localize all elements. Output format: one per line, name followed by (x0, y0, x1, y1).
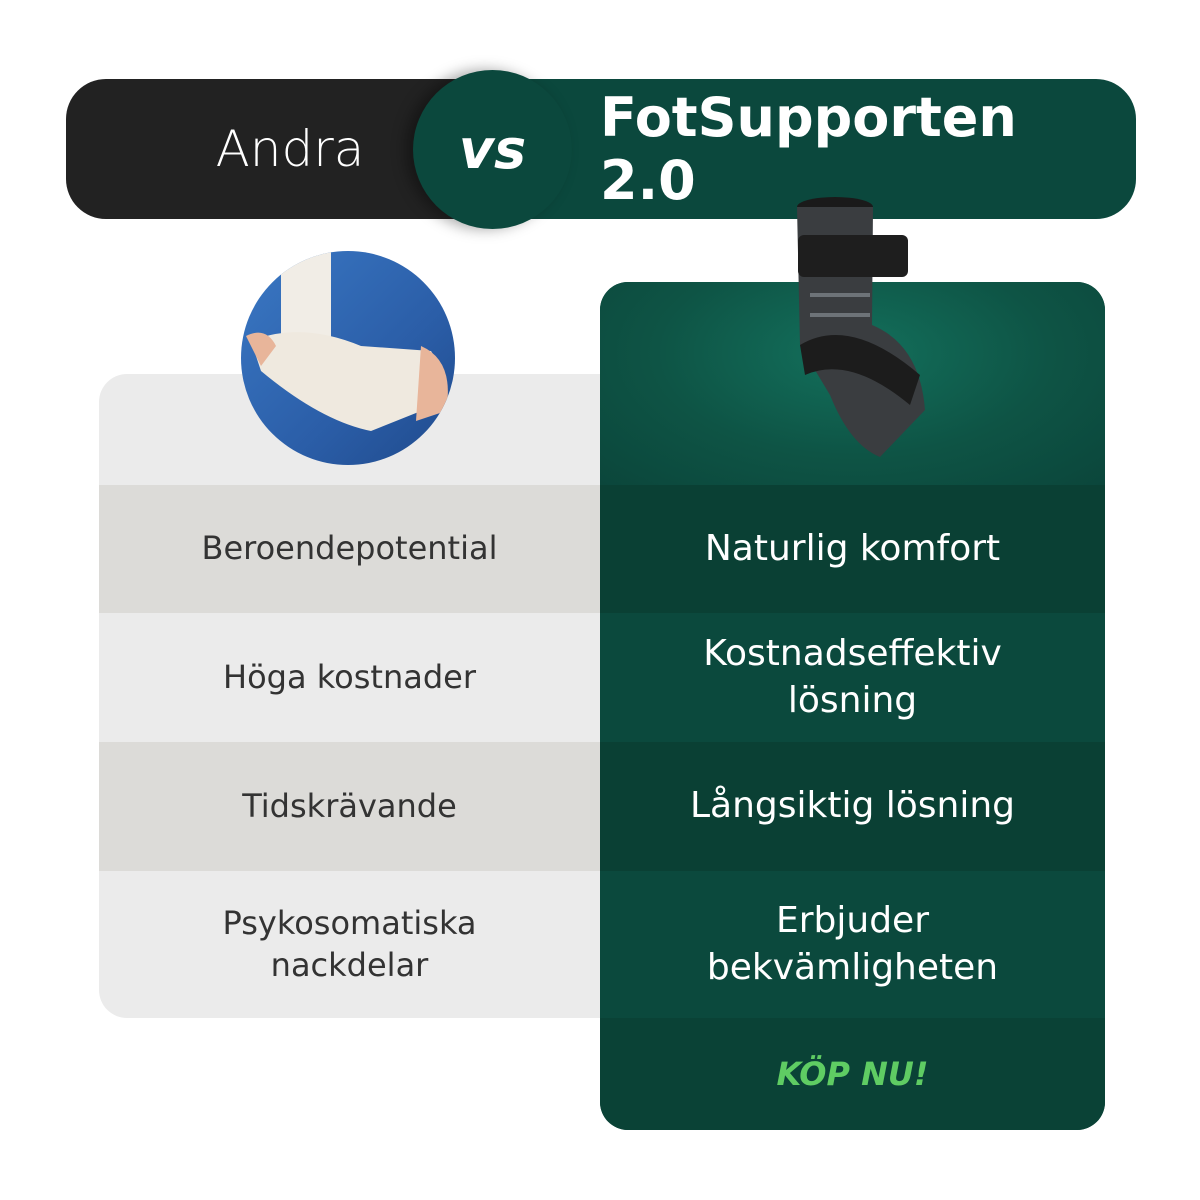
others-column: Beroendepotential Höga kostnader Tidskrä… (99, 374, 600, 1018)
others-item: Höga kostnader (223, 657, 476, 696)
product-item: Naturlig komfort (600, 485, 1105, 613)
others-title: Andra (215, 120, 365, 178)
product-header-bar (500, 79, 1136, 219)
buy-now-button[interactable]: KÖP NU! (600, 1018, 1105, 1130)
others-item: Tidskrävande (99, 742, 600, 871)
ankle-support-product-image (780, 195, 930, 460)
bandaged-foot-image (241, 251, 455, 465)
product-item: Långsiktig lösning (600, 742, 1105, 871)
product-item: Kostnadseffektiv lösning (600, 613, 1105, 742)
product-title: FotSupporten 2.0 (600, 86, 1017, 212)
others-item: Psykosomatiska nackdelar (222, 903, 477, 984)
vs-badge: vs (413, 70, 572, 229)
product-item: Erbjuder bekvämligheten (600, 871, 1105, 1018)
others-item: Beroendepotential (99, 485, 600, 613)
